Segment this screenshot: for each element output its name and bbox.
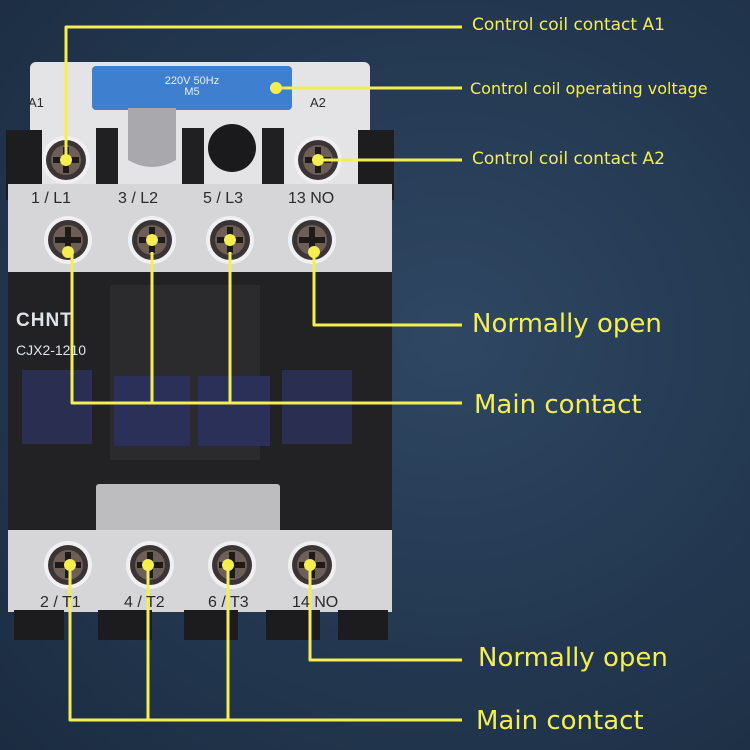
brand-logo: CHNT (16, 310, 73, 331)
leader-line (68, 565, 462, 722)
leader-line (308, 565, 462, 662)
leader-line (312, 252, 462, 327)
leader-dot (64, 559, 76, 571)
indicator-window (282, 370, 352, 444)
leader-dot (62, 246, 74, 258)
terminal-label-bottom: 6 / T3 (208, 594, 249, 611)
leader-dot (308, 246, 320, 258)
coil-rating-voltage: 220V 50Hz (164, 75, 220, 87)
leader-dot (222, 559, 234, 571)
callout-coil-a2: Control coil contact A2 (472, 149, 665, 169)
terminal-label-bottom: 4 / T2 (124, 594, 165, 611)
terminal-label-a1: A1 (28, 95, 44, 110)
terminal-label-top: 3 / L2 (118, 190, 159, 207)
coil-rating-plate (92, 66, 292, 110)
indicator-window (198, 376, 270, 446)
terminal-label-bottom: 2 / T1 (40, 594, 81, 611)
terminal-label-a2: A2 (310, 95, 326, 110)
terminal-label-bottom: 14 NO (292, 594, 339, 611)
callout-coil-a1: Control coil contact A1 (472, 15, 665, 35)
leader-line (64, 25, 462, 160)
terminal-label-top: 5 / L3 (203, 190, 244, 207)
callout-normally-open-top: Normally open (472, 309, 662, 339)
leader-lines (60, 25, 462, 722)
callout-coil-voltage: Control coil operating voltage (470, 79, 708, 98)
leader-dot (224, 234, 236, 246)
callout-main-contact-bottom: Main contact (476, 706, 644, 736)
leader-dot (270, 82, 282, 94)
leader-dot (146, 234, 158, 246)
leader-dot (142, 559, 154, 571)
indicator-window (22, 370, 92, 444)
terminal-label-top: 1 / L1 (31, 190, 72, 207)
terminal-label-top: 13 NO (288, 190, 335, 207)
screw-icon (44, 216, 92, 264)
leader-dot (312, 154, 324, 166)
leader-dot (304, 559, 316, 571)
leader-dot (60, 154, 72, 166)
leader-line (70, 252, 462, 405)
coil-window (208, 124, 256, 172)
model-number: CJX2-1210 (16, 342, 87, 358)
screw-icon (288, 216, 336, 264)
callout-main-contact-top: Main contact (474, 390, 642, 420)
coil-rating-code: M5 (184, 86, 200, 98)
callout-normally-open-bottom: Normally open (478, 643, 668, 673)
